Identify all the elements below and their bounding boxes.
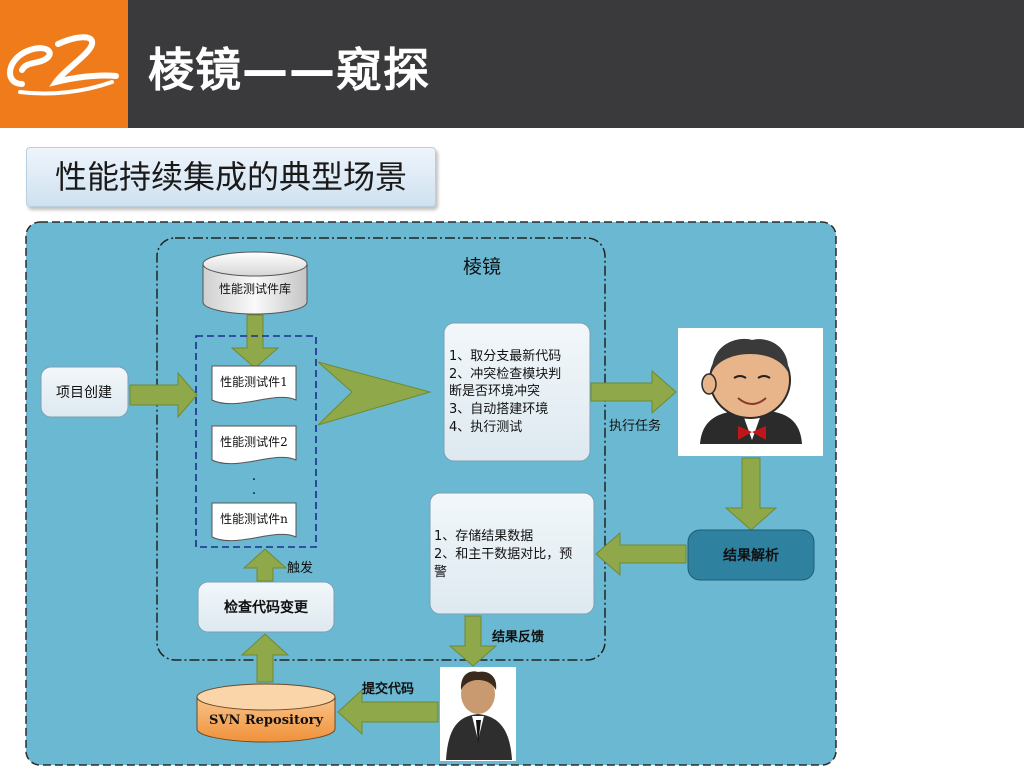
jenkins-butler-icon — [700, 338, 802, 444]
steps-box: 1、取分支最新代码 2、冲突检查模块判 断是否环境冲突 3、自动搭建环境 4、执… — [443, 322, 591, 462]
jenkins-node — [678, 328, 823, 456]
result-line-2: 2、和主干数据对比，预 — [434, 547, 572, 562]
check-code-label: 检查代码变更 — [224, 599, 309, 616]
header-bar — [0, 0, 1024, 128]
trigger-label: 触发 — [287, 560, 313, 576]
svn-repository-label: SVN Repository — [209, 713, 324, 728]
test-repo-label: 性能测试件库 — [219, 281, 291, 296]
test-cases-container — [195, 335, 317, 548]
arrow-developer-to-svn — [337, 688, 439, 736]
section-subtitle: 性能持续集成的典型场景 — [26, 147, 436, 207]
test-case-2: 性能测试件2 — [211, 425, 297, 465]
test-case-1: 性能测试件1 — [211, 365, 297, 405]
check-code-node: 检查代码变更 — [197, 581, 335, 633]
diagram-background — [25, 221, 837, 766]
result-parse-node: 结果解析 — [687, 529, 815, 581]
arrow-svn-to-check — [240, 633, 290, 683]
steps-line-1: 1、取分支最新代码 — [449, 348, 561, 364]
commit-code-label: 提交代码 — [362, 681, 414, 697]
arrow-parse-to-result — [595, 531, 687, 577]
project-create-label: 项目创建 — [56, 385, 112, 401]
result-parse-label: 结果解析 — [723, 547, 779, 564]
steps-line-2: 2、冲突检查模块判 — [449, 366, 561, 382]
steps-line-5: 4、执行测试 — [449, 420, 522, 435]
arrow-jenkins-to-parse — [724, 457, 778, 531]
arrow-project-to-cases — [129, 371, 198, 419]
result-line-3: 警 — [434, 564, 447, 580]
steps-line-4: 3、自动搭建环境 — [449, 401, 548, 417]
chevron-arrow-to-steps — [317, 361, 432, 426]
arrow-steps-to-jenkins — [590, 369, 677, 415]
arrow-check-to-cases — [242, 548, 288, 582]
arrow-result-to-developer — [448, 615, 498, 667]
test-case-ellipsis: · — [252, 472, 256, 488]
page-title: 棱镜——窥探 — [148, 43, 430, 97]
arrow-repo-to-cases — [230, 314, 280, 369]
execute-task-label: 执行任务 — [609, 418, 661, 434]
result-feedback-label: 结果反馈 — [492, 629, 544, 645]
result-line-1: 1、存储结果数据 — [434, 529, 533, 544]
test-case-n: 性能测试件n — [211, 502, 297, 542]
result-box: 1、存储结果数据 2、和主干数据对比，预 警 — [429, 492, 595, 615]
svn-repository-node: SVN Repository — [196, 683, 336, 743]
test-repo-node: 性能测试件库 — [202, 251, 308, 315]
prism-container — [156, 237, 606, 661]
businessman-avatar-icon — [446, 671, 512, 760]
developer-node — [440, 667, 516, 761]
test-case-ellipsis-2: · — [252, 486, 256, 502]
test-case-n-label: 性能测试件n — [220, 511, 288, 526]
steps-line-3: 断是否环境冲突 — [449, 383, 540, 399]
project-create-node: 项目创建 — [40, 366, 129, 418]
test-case-1-label: 性能测试件1 — [220, 374, 288, 389]
alibaba-smile-logo-icon — [7, 34, 119, 96]
logo-box — [0, 0, 128, 128]
test-case-2-label: 性能测试件2 — [220, 434, 288, 449]
prism-label: 棱镜 — [463, 256, 501, 278]
